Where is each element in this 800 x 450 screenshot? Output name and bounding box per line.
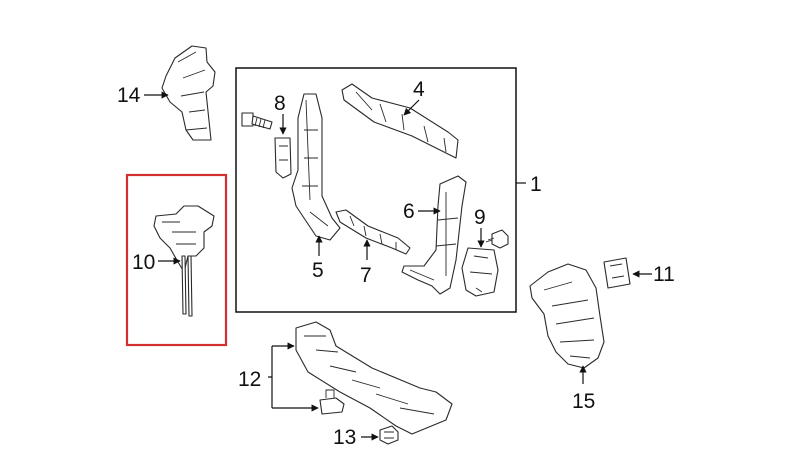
part-15-duct-bracket [529,263,605,369]
callout-12: 12 [238,368,261,391]
part-9-bolt [485,229,509,249]
assembly-frame [235,67,517,313]
part-10-bracket [153,205,215,317]
part-8-bolt [241,112,273,130]
part-4-upper-support [341,83,459,159]
callout-6: 6 [403,200,415,223]
callout-15: 15 [572,390,595,413]
part-8-bracket [274,137,292,179]
part-9-bracket [461,247,499,297]
callout-5: 5 [312,259,324,282]
callout-7: 7 [360,264,372,287]
part-11-plate [603,257,631,289]
part-12-reinforcement [295,321,453,435]
leader-4 [403,99,420,116]
callout-9: 9 [474,206,486,229]
part-7-lower-support [335,209,411,255]
leader-12-bracket [268,346,273,408]
callout-13: 13 [333,426,356,449]
callout-11: 11 [653,263,675,286]
part-12-clip [319,389,345,415]
callout-1: 1 [530,173,542,196]
part-5-left-side-support [291,93,341,241]
callout-10: 10 [132,251,155,274]
callout-8: 8 [274,92,286,115]
part-6-right-side-support [401,175,467,295]
part-14-bracket [161,45,216,141]
callout-4: 4 [413,78,425,101]
callout-14: 14 [117,84,141,107]
highlight-box [125,173,228,347]
part-13-clip [379,425,399,445]
